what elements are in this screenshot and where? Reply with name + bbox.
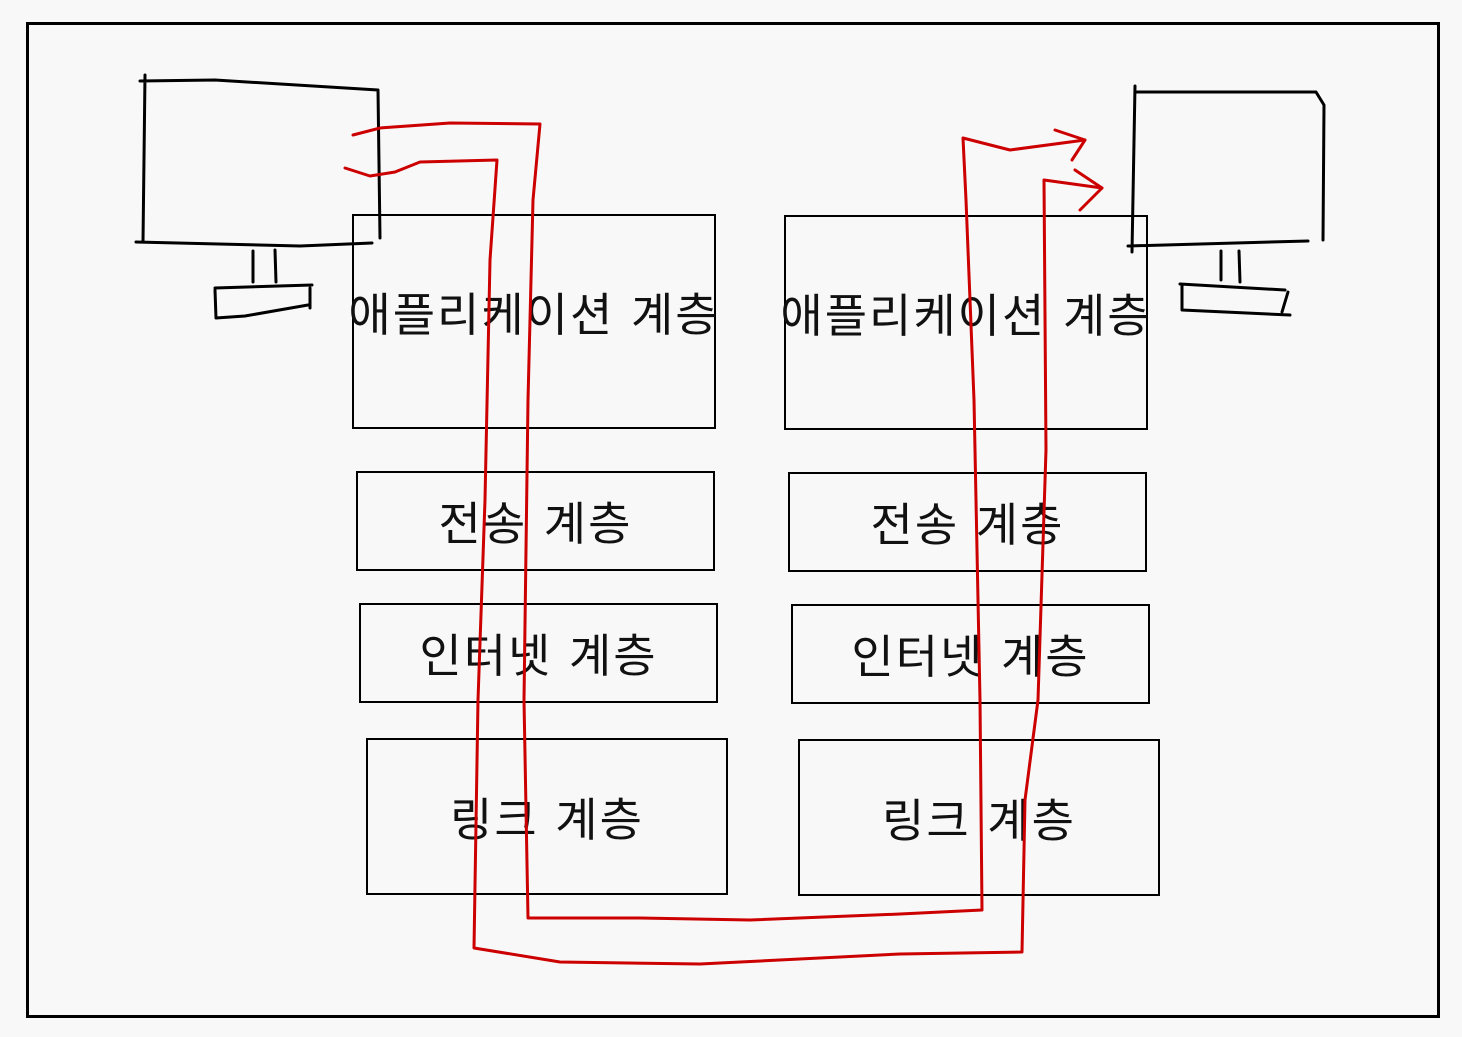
right-application-layer-label: 애플리케이션 계층 [780,288,1152,343]
right-transport-layer-label: 전송 계층 [870,498,1065,552]
left-internet-layer-label: 인터넷 계층 [419,629,658,683]
left-application-layer-box: 애플리케이션 계층 [348,214,718,429]
left-transport-layer-box: 전송 계층 [356,471,715,571]
left-link-layer-box: 링크 계층 [366,738,728,895]
right-transport-layer-box: 전송 계층 [788,472,1147,572]
right-application-layer-box: 애플리케이션 계층 [780,215,1150,430]
left-internet-layer-box: 인터넷 계층 [359,603,718,703]
right-internet-layer-box: 인터넷 계층 [791,604,1150,704]
diagram-frame [26,22,1440,1018]
left-link-layer-label: 링크 계층 [450,792,644,847]
right-internet-layer-label: 인터넷 계층 [851,630,1090,684]
right-link-layer-box: 링크 계층 [798,739,1160,896]
left-transport-layer-label: 전송 계층 [438,497,633,551]
right-link-layer-label: 링크 계층 [882,793,1076,848]
left-application-layer-label: 애플리케이션 계층 [348,287,720,342]
